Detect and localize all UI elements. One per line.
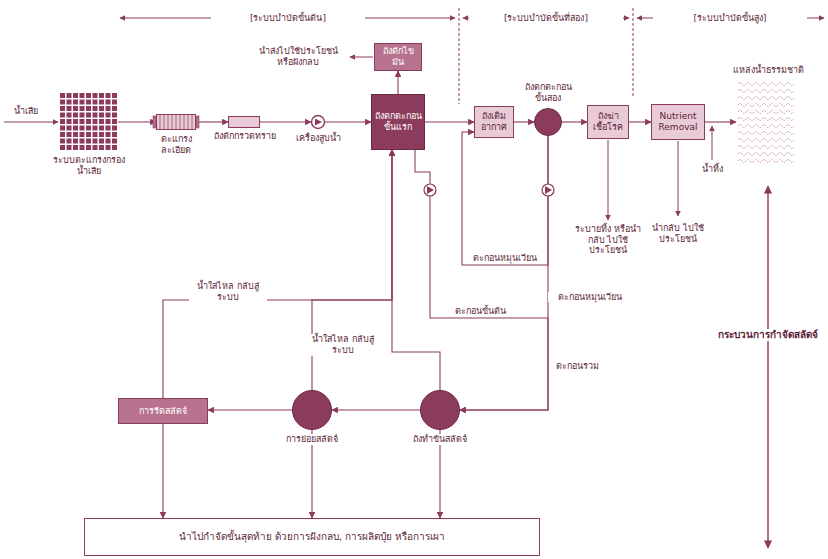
flow-connector xyxy=(629,121,651,122)
connector-label: ตะกอนรวม xyxy=(554,361,601,372)
effluent-label: น้ำทิ้ง xyxy=(690,164,734,175)
flow-connector xyxy=(208,409,292,410)
flow-connector xyxy=(397,71,398,94)
flow-connector xyxy=(118,121,156,122)
box-label: Nutrient Removal xyxy=(654,111,702,133)
fine-screen: ตะแกรง ละเอียด xyxy=(156,114,196,130)
sludge-pump-symbol xyxy=(542,184,554,196)
stage-divider xyxy=(633,8,634,98)
flow-connector xyxy=(562,121,587,122)
flow-connector xyxy=(514,121,534,122)
process-box: Nutrient Removal xyxy=(651,104,705,140)
water-body: แหล่งน้ำธรรมชาติ xyxy=(736,80,800,164)
shape-caption: ถังทำข้นสลัดจ์ xyxy=(402,434,478,445)
discharge-arrow xyxy=(608,140,609,220)
screen-grid: ระบบตะแกรงกรอง น้ำเสีย xyxy=(60,93,118,151)
flow-connector xyxy=(162,424,163,518)
flow-connector xyxy=(163,150,392,398)
flow-connector xyxy=(260,121,311,122)
fine-screen-outline xyxy=(156,114,196,130)
process-label: กระบวนการกำจัดสลัดจ์ xyxy=(706,329,828,341)
inflow-arrow xyxy=(4,122,58,123)
flow-connector xyxy=(392,150,440,390)
flow-connector xyxy=(462,132,548,265)
sludge-tank-circle: การย่อยสลัดจ์ xyxy=(292,390,332,430)
output-note: ระบายทิ้ง หรือนำกลับ ไปใช้ประโยชน์ xyxy=(570,224,646,256)
box-label: ถังฆ่า เชื้อโรค xyxy=(590,111,626,133)
grid-cells xyxy=(60,93,117,150)
connector-label: น้ำใสไหล กลับสู่ระบบ xyxy=(189,281,267,303)
sludge-tank-circle-outline xyxy=(420,390,460,430)
box-label: การรีดสลัดจ์ xyxy=(139,406,187,417)
flow-connector xyxy=(460,136,548,410)
stage-heading: [ระบบบำบัดขั้นที่สอง] xyxy=(469,13,623,24)
flow-label: ตะกอนหมุนเวียน xyxy=(548,292,632,303)
grease-out-arrow xyxy=(350,57,373,58)
stage-divider xyxy=(459,8,460,104)
flow-connector xyxy=(196,121,228,122)
connector-label: ตะกอนหมุนเวียน xyxy=(471,253,539,264)
sludge-tank-circle: ถังทำข้นสลัดจ์ xyxy=(420,390,460,430)
sludge-process-arrow xyxy=(767,186,768,548)
shape-caption: แหล่งน้ำธรรมชาติ xyxy=(722,65,814,76)
clarifier-circle: ถังตกตะกอน ขั้นสอง xyxy=(534,108,562,136)
process-box: ถังฆ่า เชื้อโรค xyxy=(587,105,629,139)
stage-heading: [ระบบบำบัดขั้นสูง] xyxy=(653,13,807,24)
process-box: การรีดสลัดจ์ xyxy=(118,398,208,424)
flow-connector xyxy=(325,121,371,122)
water-body-outline xyxy=(736,80,800,164)
inflow-label: น้ำเสีย xyxy=(0,106,53,117)
sludge-tank-circle-outline xyxy=(292,390,332,430)
output-note: นำกลับ ไปใช้ประโยชน์ xyxy=(644,223,712,245)
effluent-arrow xyxy=(712,126,713,160)
clarifier-circle-outline xyxy=(534,108,562,136)
process-box: ถังเติม อากาศ xyxy=(474,106,514,138)
flow-connector xyxy=(705,121,736,122)
reuse-arrow xyxy=(678,141,679,216)
output-note: นำส่งไปใช้ประโยชน์ หรือฝังกลบ xyxy=(248,46,348,68)
process-box: ถังตกตะกอน ขั้นแรก xyxy=(371,94,425,150)
box-label: ถังดักไขมัน xyxy=(377,46,419,68)
grit-chamber: ถังดักกรวดทราย xyxy=(228,116,260,128)
box-label: นำไปกำจัดขั้นสุดท้าย ด้วยการฝังกลบ, การผ… xyxy=(179,531,446,543)
box-label: ถังตกตะกอน ขั้นแรก xyxy=(374,111,422,133)
connector-label: น้ำใสไหล กลับสู่ระบบ xyxy=(304,334,382,356)
disposal-box: นำไปกำจัดขั้นสุดท้าย ด้วยการฝังกลบ, การผ… xyxy=(84,518,540,556)
water-waves xyxy=(738,83,794,163)
box-label: ถังเติม อากาศ xyxy=(477,111,511,133)
stage-heading: [ระบบบำบัดขั้นต้น] xyxy=(211,13,365,24)
sludge-pump-symbol xyxy=(424,184,436,196)
pump-symbol: เครื่องสูบน้ำ xyxy=(311,115,325,129)
shape-caption: ถังดักกรวดทราย xyxy=(207,131,283,142)
shape-caption: ระบบตะแกรงกรอง น้ำเสีย xyxy=(52,155,126,177)
shape-caption: ตะแกรง ละเอียด xyxy=(153,134,199,156)
shape-caption: เครื่องสูบน้ำ xyxy=(287,133,349,144)
connector-label: ตะกอนขั้นต้น xyxy=(453,306,508,317)
pump-symbol-outline xyxy=(311,115,325,129)
flow-connector xyxy=(425,121,474,122)
process-box: ถังดักไขมัน xyxy=(374,43,422,71)
flow-connector xyxy=(332,409,420,410)
screen-grid-outline xyxy=(60,93,118,151)
shape-caption: การย่อยสลัดจ์ xyxy=(276,434,348,445)
flow-connector xyxy=(415,150,548,410)
shape-caption: ถังตกตะกอน ขั้นสอง xyxy=(517,82,579,104)
